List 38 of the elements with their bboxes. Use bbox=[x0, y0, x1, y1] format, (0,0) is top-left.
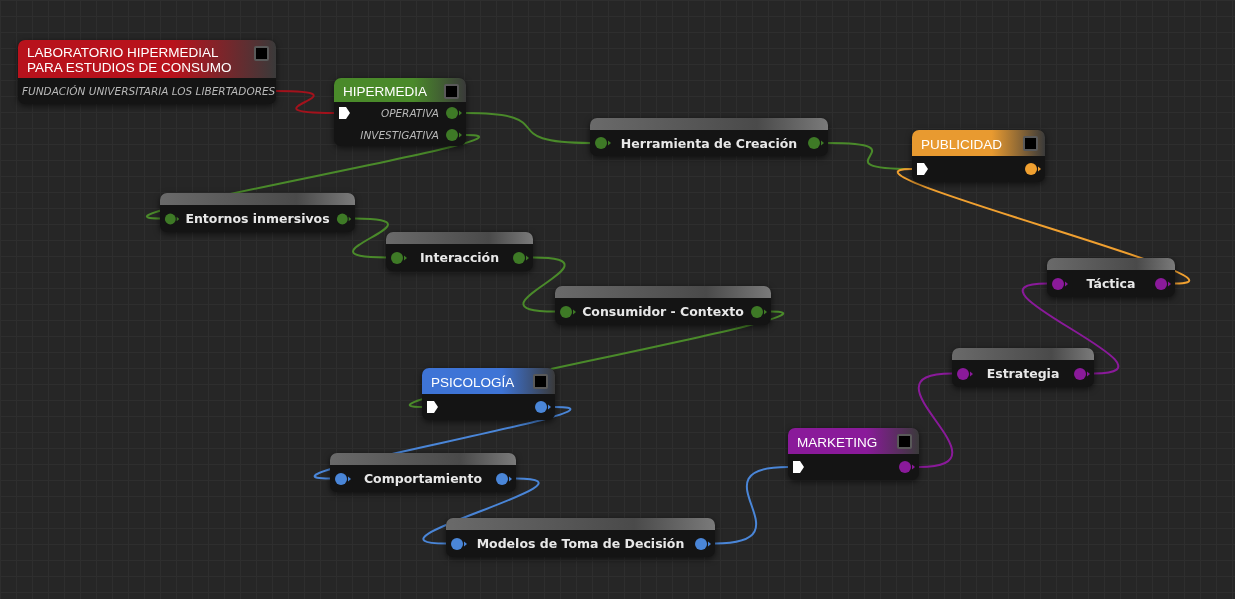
wire bbox=[275, 90, 335, 114]
node-card bbox=[386, 232, 533, 271]
node-label: Modelos de Toma de Decisión bbox=[475, 536, 686, 551]
node-label: Herramienta de Creación bbox=[619, 135, 799, 151]
pin-label: INVESTIGATIVA bbox=[359, 129, 439, 141]
node-title: MARKETING bbox=[797, 434, 878, 450]
node-label: Comportamiento bbox=[362, 471, 484, 486]
wire bbox=[422, 477, 540, 545]
node-title: PUBLICIDAD bbox=[921, 136, 1003, 152]
node-card bbox=[788, 428, 919, 480]
node-title: HIPERMEDIA bbox=[343, 83, 427, 99]
node-label: Interacción bbox=[418, 250, 501, 265]
node-subtitle: FUNDACIÓN UNIVERSITARIA LOS LIBERTADORES bbox=[22, 85, 276, 97]
wire bbox=[917, 372, 954, 468]
pin-label: OPERATIVA bbox=[379, 107, 439, 119]
node-label: Entornos inmersivos bbox=[185, 211, 330, 226]
node-card bbox=[1047, 258, 1175, 297]
node-label: Consumidor - Contexto bbox=[582, 304, 744, 319]
wire bbox=[522, 256, 566, 313]
node-label: Estrategia bbox=[985, 366, 1061, 381]
node-card bbox=[912, 130, 1045, 182]
node-card bbox=[446, 518, 715, 557]
wire bbox=[352, 217, 389, 259]
node-card bbox=[422, 368, 555, 420]
node-card bbox=[590, 118, 828, 156]
node-card bbox=[330, 453, 516, 492]
node-card bbox=[952, 348, 1094, 387]
node-card bbox=[555, 286, 771, 325]
node-card bbox=[334, 78, 466, 146]
wire bbox=[1021, 282, 1120, 375]
wire bbox=[465, 112, 591, 144]
node-card bbox=[18, 40, 276, 104]
wire bbox=[714, 466, 789, 545]
node-card bbox=[160, 193, 355, 232]
wire bbox=[897, 168, 1190, 285]
node-title: LABORATORIO HIPERMEDIAL PARA ESTUDIOS DE CONSUMO bbox=[27, 45, 233, 75]
node-title: PSICOLOGÍA bbox=[431, 374, 515, 390]
node-label: Táctica bbox=[1085, 276, 1137, 291]
